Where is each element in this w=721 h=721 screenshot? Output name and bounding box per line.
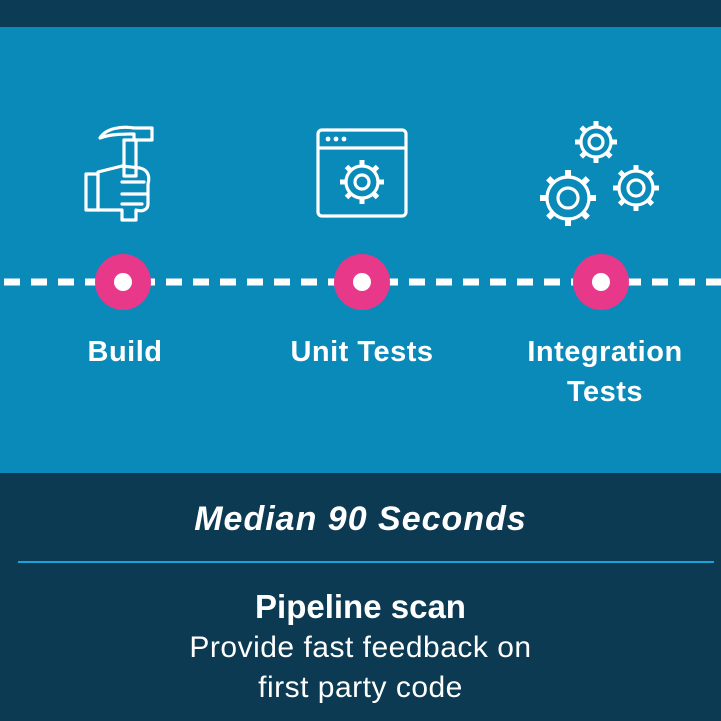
unit-tests-node [334, 254, 390, 310]
hammer-hand-icon [82, 124, 154, 224]
stage-label-integration-line1: Integration [527, 336, 683, 368]
divider [18, 561, 714, 563]
browser-gear-icon [316, 128, 408, 218]
median-duration: Median 90 Seconds [194, 500, 527, 538]
scan-description-line2: first party code [258, 671, 463, 704]
scan-title: Pipeline scan [255, 588, 466, 625]
scan-description: Provide fast feedback on first party cod… [0, 628, 721, 708]
integration-tests-node [573, 254, 629, 310]
build-node [95, 254, 151, 310]
top-bar [0, 0, 721, 27]
stage-label-unit-tests: Unit Tests [290, 336, 434, 368]
stage-label-integration-line2: Tests [566, 376, 644, 408]
pipeline-panel [0, 27, 721, 473]
stage-label-build: Build [87, 336, 163, 368]
summary-panel [0, 473, 721, 721]
scan-description-line1: Provide fast feedback on [189, 631, 532, 664]
multiple-gears-icon [534, 114, 664, 234]
stage-label-integration-tests: Integration Tests [500, 332, 710, 412]
